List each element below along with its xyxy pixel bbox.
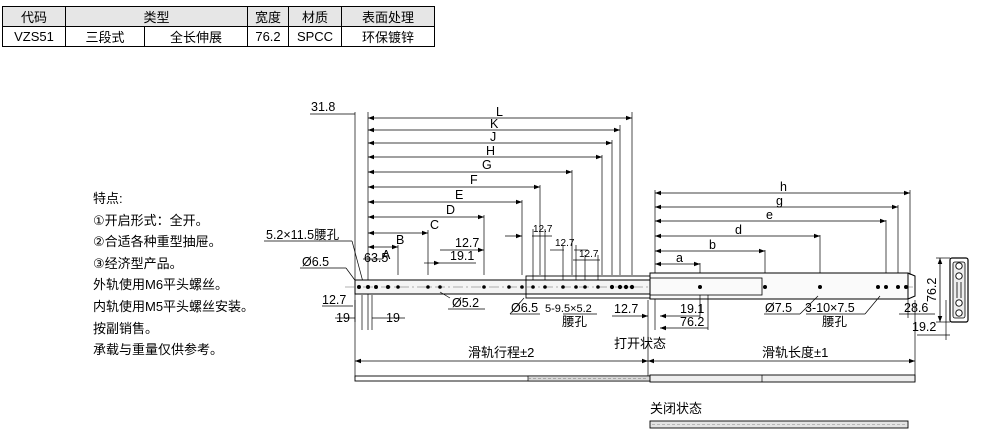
outer-rail	[649, 272, 916, 300]
dim-H: H	[486, 144, 495, 158]
cell-code: VZS51	[2, 26, 66, 47]
spec-data-row: VZS51 三段式 全长伸展 76.2 SPCC 环保镀锌	[2, 26, 435, 47]
feature-item: 外轨使用M6平头螺丝。	[93, 277, 229, 293]
hole-6-5-mid: Ø6.5	[511, 301, 538, 315]
dim-76-2-bottom: 76.2	[680, 315, 704, 329]
dim-19-1-b: 19.1	[680, 302, 704, 316]
header-type: 类型	[65, 6, 248, 27]
dim-L: L	[496, 105, 503, 119]
travel-label: 滑轨行程±2	[468, 345, 534, 360]
open-state-rail	[354, 374, 916, 383]
dim-F: F	[470, 173, 478, 187]
slots-mid-spec: 5-9.5×5.2	[545, 303, 592, 315]
slot-left-label: 5.2×11.5腰孔	[266, 228, 340, 242]
cross-section	[936, 257, 969, 323]
cell-type-stages: 三段式	[65, 26, 145, 47]
hole-7-5: Ø7.5	[765, 301, 792, 315]
dim-C: C	[430, 218, 439, 232]
dim-28-6: 28.6	[904, 301, 928, 315]
dim-31-8: 31.8	[311, 100, 335, 114]
feature-item: ②合适各种重型抽屉。	[93, 234, 222, 250]
open-state-label: 打开状态	[614, 336, 666, 351]
cell-type-extension: 全长伸展	[144, 26, 248, 47]
dim-12-7-bottom: 12.7	[614, 302, 638, 316]
feature-item: 内轨使用M5平头螺丝安装。	[93, 298, 255, 314]
dim-h: h	[780, 180, 787, 194]
cell-width: 76.2	[247, 26, 289, 47]
feature-item: ①开启形式：全开。	[93, 212, 209, 228]
cell-finish: 环保镀锌	[341, 26, 435, 47]
dim-12-7-a: 12.7	[455, 236, 479, 250]
dim-e: e	[766, 208, 773, 222]
dim-19-left: 19	[336, 311, 350, 325]
dim-b: b	[709, 238, 716, 252]
dim-12-7-d: 12.7	[579, 249, 599, 260]
dim-B: B	[396, 233, 404, 247]
cell-material: SPCC	[288, 26, 342, 47]
dim-K: K	[490, 117, 499, 131]
left-dimension-lines	[310, 113, 632, 250]
slots-right-spec: 3-10×7.5	[805, 301, 855, 315]
dim-19-2: 19.2	[912, 320, 936, 334]
dim-J: J	[490, 130, 496, 144]
dim-a: a	[676, 251, 683, 265]
feature-item: 按副销售。	[93, 320, 159, 336]
dim-76-2-side: 76.2	[925, 278, 939, 302]
closed-state-rail	[649, 420, 909, 429]
dim-12-7-c: 12.7	[555, 238, 575, 249]
right-dimension-lines	[655, 190, 910, 267]
dim-E: E	[455, 188, 463, 202]
length-label: 滑轨长度±1	[762, 345, 828, 360]
feature-item: 承载与重量仅供参考。	[93, 342, 224, 358]
extension-lines	[354, 112, 916, 378]
slots-mid-word: 腰孔	[562, 315, 588, 329]
dim-12-7-b: 12.7	[533, 224, 553, 235]
slots-right-word: 腰孔	[822, 315, 848, 329]
feature-item: ③经济型产品。	[93, 255, 183, 271]
spec-table: 代码 类型 宽度 材质 表面处理 VZS51 三段式 全长伸展 76.2 SPC…	[2, 6, 435, 47]
dimension-labels: 31.8 L K J H G F E D C B A h g e d b a 5…	[266, 100, 939, 416]
dim-19-right: 19	[386, 311, 400, 325]
dim-D: D	[446, 203, 455, 217]
mounting-holes	[357, 284, 908, 290]
header-width: 宽度	[247, 6, 289, 27]
header-code: 代码	[2, 6, 66, 27]
closed-state-label: 关闭状态	[650, 401, 702, 416]
features-title: 特点:	[93, 191, 123, 206]
dim-G: G	[482, 158, 492, 172]
hole-6-5-left: Ø6.5	[302, 255, 329, 269]
dim-g: g	[776, 194, 783, 208]
header-finish: 表面处理	[341, 6, 435, 27]
features-list: 特点: ①开启形式：全开。 ②合适各种重型抽屉。 ③经济型产品。 外轨使用M6平…	[93, 188, 254, 361]
dim-19-1-a: 19.1	[450, 249, 474, 263]
pitch-dimensions	[264, 229, 600, 284]
dim-A: A	[382, 248, 391, 262]
bottom-dimensions	[322, 291, 950, 340]
dim-12-7-left: 12.7	[322, 293, 346, 307]
spec-header-row: 代码 类型 宽度 材质 表面处理	[2, 6, 435, 27]
dim-d: d	[735, 223, 742, 237]
hole-5-2: Ø5.2	[452, 296, 479, 310]
dim-63-5: 63.5	[364, 251, 388, 265]
